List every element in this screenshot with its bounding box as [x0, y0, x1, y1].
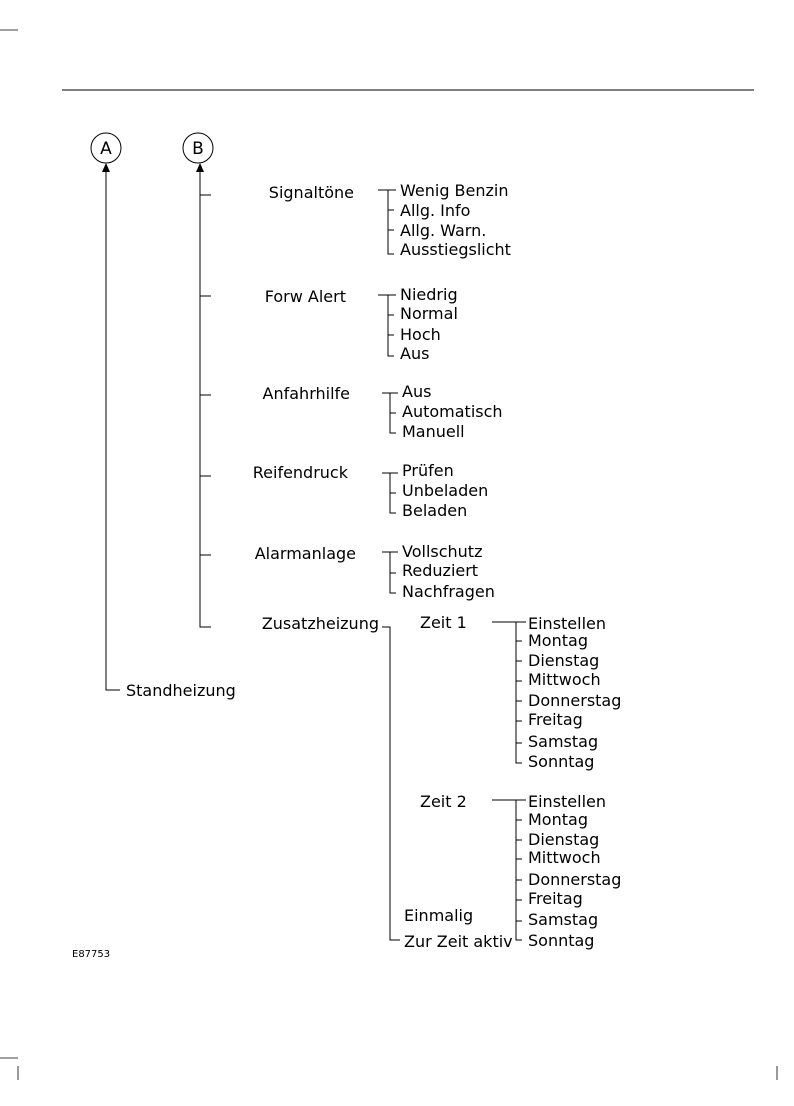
marker-b: B [182, 132, 214, 164]
spine-b-ticks [200, 194, 211, 556]
marker-a: A [90, 132, 122, 164]
option-wenig-benzin: Wenig Benzin [400, 181, 509, 200]
menu-zusatzheizung: Zusatzheizung [262, 614, 379, 633]
zeit-1-samstag: Samstag [528, 732, 598, 751]
option-niedrig: Niedrig [400, 285, 458, 304]
option-normal: Normal [400, 304, 458, 323]
zeit-1-montag: Montag [528, 631, 588, 650]
signaltoene-bracket [378, 189, 396, 255]
zeit-1-donnerstag: Donnerstag [528, 691, 621, 710]
anfahrhilfe-bracket [382, 392, 398, 434]
zeit-1-sonntag: Sonntag [528, 752, 594, 771]
option-ausstiegslicht: Ausstiegslicht [400, 240, 511, 259]
zeit-2-dienstag: Dienstag [528, 830, 599, 849]
figure-code: E87753 [72, 949, 110, 960]
zeit-2-bracket [492, 799, 526, 941]
arrow-b [199, 168, 211, 628]
option-unbeladen: Unbeladen [402, 481, 488, 500]
zeit-1-freitag: Freitag [528, 710, 583, 729]
alarmanlage-bracket [382, 551, 398, 594]
marker-a-label: A [100, 139, 112, 159]
zusatzheizung-bracket [382, 626, 400, 941]
menu-anfahrhilfe: Anfahrhilfe [263, 384, 350, 403]
option-pruefen: Prüfen [402, 461, 454, 480]
menu-forw-alert: Forw Alert [265, 287, 346, 306]
option-automatisch: Automatisch [402, 402, 503, 421]
option-manuell: Manuell [402, 422, 465, 441]
zeit-2-einstellen: Einstellen [528, 792, 606, 811]
zeit-2-mittwoch: Mittwoch [528, 848, 601, 867]
zeit-1-mittwoch: Mittwoch [528, 670, 601, 689]
zur-zeit-aktiv-label: Zur Zeit aktiv [404, 932, 513, 951]
zeit-2-donnerstag: Donnerstag [528, 870, 621, 889]
reifendruck-bracket [382, 472, 398, 514]
zeit-2-samstag: Samstag [528, 910, 598, 929]
option-hoch: Hoch [400, 325, 441, 344]
zeit-2-freitag: Freitag [528, 889, 583, 908]
zeit-2-sonntag: Sonntag [528, 931, 594, 950]
menu-alarmanlage: Alarmanlage [255, 544, 356, 563]
option-allg-info: Allg. Info [400, 201, 470, 220]
option-vollschutz: Vollschutz [402, 542, 482, 561]
zeit-2-montag: Montag [528, 810, 588, 829]
standheizung-label: Standheizung [126, 681, 236, 700]
option-aus-forw: Aus [400, 344, 429, 363]
zeit-1-label: Zeit 1 [420, 613, 467, 632]
arrowhead-b [196, 163, 204, 172]
option-nachfragen: Nachfragen [402, 582, 495, 601]
zeit-1-dienstag: Dienstag [528, 651, 599, 670]
option-aus-anfahr: Aus [402, 382, 431, 401]
arrow-a [105, 168, 120, 691]
forw-alert-bracket [378, 294, 396, 357]
zeit-1-bracket [492, 621, 526, 764]
menu-signaltoene: Signaltöne [269, 183, 354, 202]
option-allg-warn: Allg. Warn. [400, 221, 486, 240]
zeit-1-einstellen: Einstellen [528, 614, 606, 633]
menu-reifendruck: Reifendruck [253, 463, 349, 482]
crop-marks [0, 29, 778, 1080]
marker-b-label: B [192, 139, 204, 159]
option-beladen: Beladen [402, 501, 467, 520]
arrowhead-a [102, 163, 110, 172]
einmalig-label: Einmalig [404, 906, 473, 925]
zeit-2-label: Zeit 2 [420, 792, 467, 811]
option-reduziert: Reduziert [402, 561, 478, 580]
